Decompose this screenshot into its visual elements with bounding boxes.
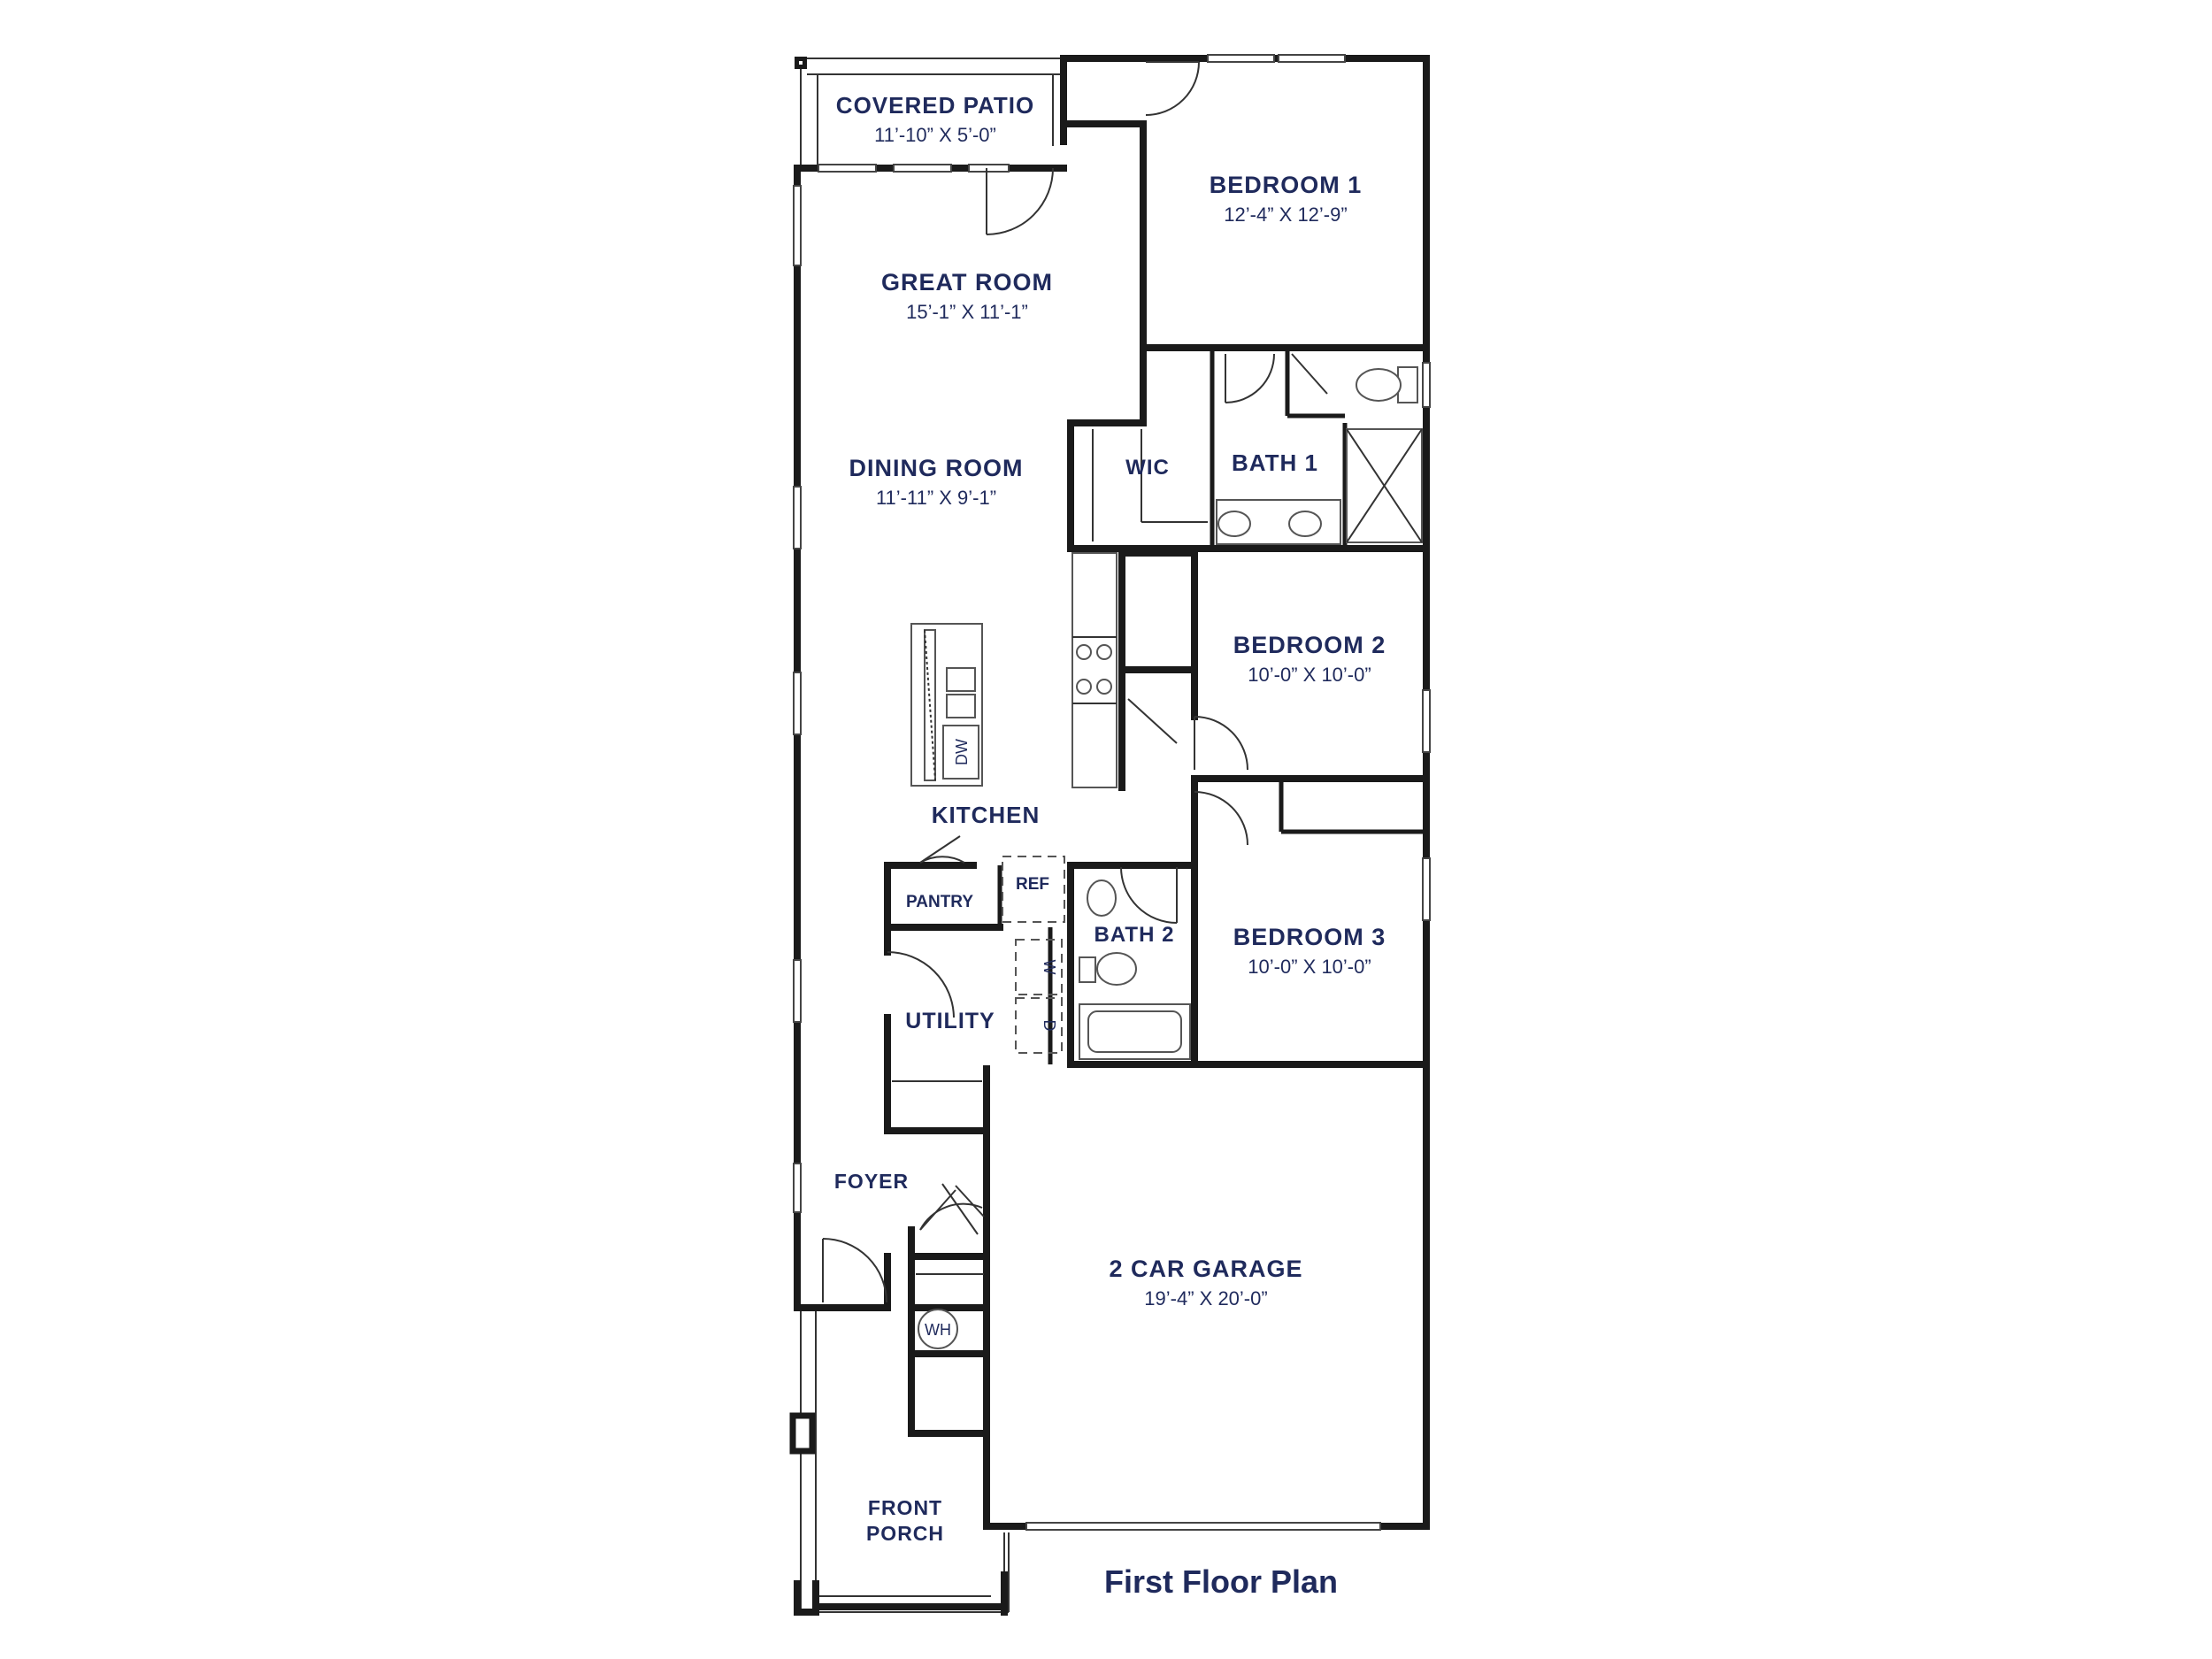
garage-name: 2 CAR GARAGE — [1109, 1256, 1302, 1282]
ref-name: REF — [1016, 875, 1049, 894]
bedroom-3-size: 10’-0” X 10’-0” — [1248, 956, 1371, 978]
bath-1-name: BATH 1 — [1232, 449, 1318, 476]
dining-room-name: DINING ROOM — [849, 455, 1024, 481]
bedroom-2-name: BEDROOM 2 — [1233, 632, 1386, 658]
front-porch-name-line2: PORCH — [866, 1522, 944, 1545]
bath-2-name: BATH 2 — [1094, 923, 1175, 947]
kitchen-name: KITCHEN — [932, 802, 1041, 828]
covered-patio-size: 11’-10” X 5’-0” — [874, 124, 996, 146]
dryer-label: D — [1041, 1020, 1058, 1032]
room-labels: COVERED PATIO 11’-10” X 5’-0” BEDROOM 1 … — [834, 92, 1386, 1545]
great-room-size: 15’-1” X 11’-1” — [906, 301, 1028, 323]
bedroom-1-size: 12’-4” X 12’-9” — [1224, 204, 1347, 226]
doors — [822, 61, 1328, 1303]
dining-room-size: 11’-11” X 9’-1” — [876, 487, 996, 509]
bedroom-3-name: BEDROOM 3 — [1233, 924, 1386, 950]
pantry-name: PANTRY — [906, 893, 973, 911]
windows — [793, 54, 1431, 1531]
wic-name: WIC — [1125, 456, 1170, 480]
water-heater-label: WH — [925, 1321, 951, 1339]
plan-title: First Floor Plan — [1104, 1563, 1338, 1600]
garage-size: 19’-4” X 20’-0” — [1144, 1287, 1267, 1310]
front-porch-name-line1: FRONT — [868, 1496, 942, 1519]
foyer-name: FOYER — [834, 1170, 909, 1193]
bedroom-2-size: 10’-0” X 10’-0” — [1248, 664, 1371, 686]
bedroom-1-name: BEDROOM 1 — [1210, 172, 1363, 198]
washer-label: W — [1041, 960, 1058, 975]
dishwasher-label: DW — [953, 739, 971, 765]
front-porch-area — [789, 1308, 1010, 1616]
great-room-name: GREAT ROOM — [881, 269, 1053, 296]
interior-walls — [794, 344, 1430, 1357]
covered-patio-name: COVERED PATIO — [836, 92, 1034, 119]
utility-name: UTILITY — [905, 1009, 995, 1033]
fixtures — [892, 366, 1423, 1349]
fixture-labels: DW W D WH — [925, 739, 1058, 1339]
covered-patio-area — [795, 57, 1064, 168]
